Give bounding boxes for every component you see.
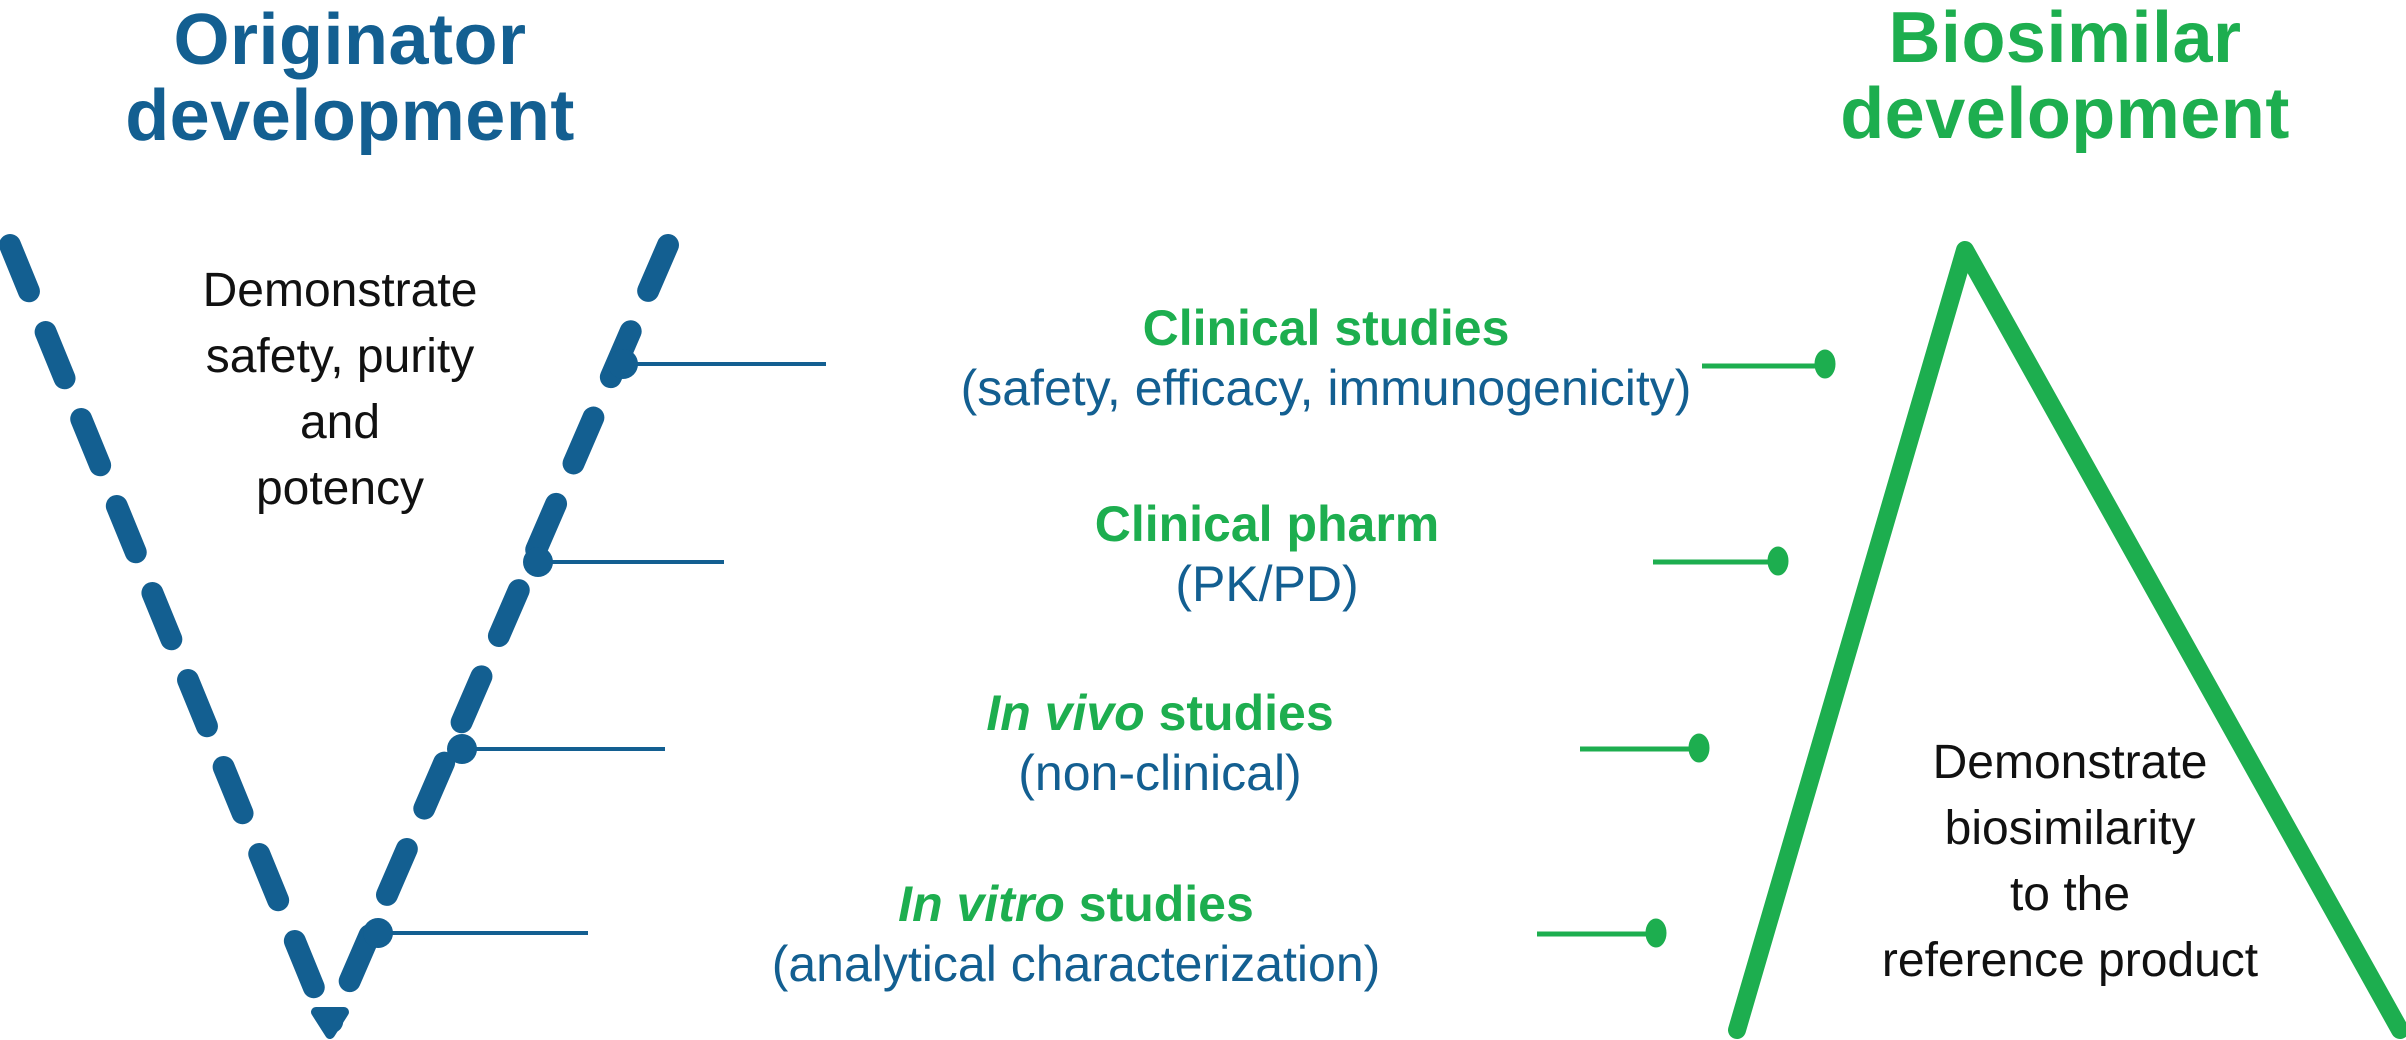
stage-title: Clinical pharm [767,494,1767,554]
biosimilar-goal-text: Demonstrate biosimilarity to the referen… [1820,730,2320,994]
biosimilar-goal-line: to the [2009,868,2131,921]
originator-title-line2: development [125,76,575,156]
originator-goal-line: safety, purity [205,330,475,383]
stage-title-text: studies [1144,685,1334,741]
originator-v-shape [0,234,679,1033]
biosimilar-connectors [1537,349,1836,948]
stage-clinical-studies: Clinical studies (safety, efficacy, immu… [826,298,1826,418]
stage-title-italic: In vitro [898,876,1065,932]
stage-title-text: Clinical studies [1142,300,1510,356]
stage-in-vivo: In vivo studies (non-clinical) [660,683,1660,803]
stage-subtitle: (PK/PD) [1175,556,1359,612]
stage-title-text: studies [1064,876,1254,932]
originator-connectors [363,349,826,948]
originator-v-apex [311,1007,349,1039]
biosimilar-triangle-shape [1728,241,2406,1039]
originator-goal-line: and [299,396,381,449]
biosimilar-title: Biosimilar development [1795,0,2335,152]
biosimilar-goal-line: reference product [1881,934,2259,987]
stage-title: Clinical studies [826,298,1826,358]
biosimilar-goal-line: biosimilarity [1944,802,2196,855]
biosimilar-title-line2: development [1840,74,2290,154]
originator-goal-line: potency [255,462,425,515]
stage-title: In vitro studies [576,874,1576,934]
stage-title-text: Clinical pharm [1094,496,1440,552]
stage-clinical-pharm: Clinical pharm (PK/PD) [767,494,1767,614]
stage-subtitle: (analytical characterization) [771,936,1381,992]
stage-title: In vivo studies [660,683,1660,743]
biosimilar-title-line1: Biosimilar [1888,0,2242,78]
originator-title: Originator development [80,2,620,154]
stage-subtitle: (safety, efficacy, immunogenicity) [960,360,1692,416]
stage-title-italic: In vivo [986,685,1145,741]
originator-goal-text: Demonstrate safety, purity and potency [140,258,540,522]
biosimilar-goal-line: Demonstrate [1932,736,2208,789]
originator-goal-line: Demonstrate [202,264,478,317]
stage-subtitle: (non-clinical) [1018,745,1302,801]
originator-title-line1: Originator [173,0,527,80]
stage-in-vitro: In vitro studies (analytical characteriz… [576,874,1576,994]
